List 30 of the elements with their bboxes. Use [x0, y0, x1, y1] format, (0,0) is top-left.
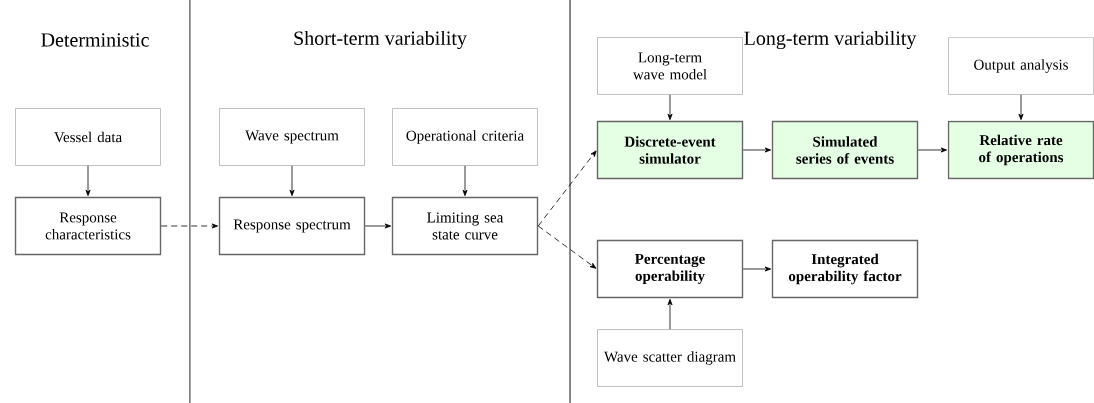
- arrow: [667, 94, 673, 121]
- arrow: [742, 147, 772, 153]
- process-box: Response spectrum: [218, 196, 366, 256]
- arrow: [667, 298, 673, 330]
- input-box: Long-term wave model: [597, 37, 743, 95]
- process-box: Relative rate of operations: [947, 120, 1094, 180]
- heading: Deterministic: [41, 33, 149, 47]
- arrow: [289, 165, 295, 197]
- process-box: Limiting sea state curve: [391, 196, 539, 256]
- arrow: [85, 165, 91, 197]
- process-box: Simulated series of events: [771, 120, 919, 180]
- process-box: Percentage operability: [596, 239, 744, 299]
- arrow: [160, 223, 219, 229]
- arrow: [364, 223, 392, 229]
- process-box: Discrete-event simulator: [596, 120, 744, 180]
- arrow: [742, 266, 772, 272]
- input-box: Vessel data: [15, 108, 161, 166]
- input-box: Output analysis: [948, 37, 1094, 95]
- arrow: [1018, 94, 1024, 121]
- arrow: [462, 165, 468, 197]
- heading: Long-term variability: [744, 30, 917, 50]
- arrow: [917, 147, 948, 153]
- input-box: Wave spectrum: [219, 108, 365, 166]
- input-box: Operational criteria: [392, 108, 538, 166]
- process-box: Integrated operability factor: [771, 239, 919, 299]
- arrow: [537, 225, 597, 269]
- input-box: Wave scatter diagram: [597, 329, 743, 387]
- heading: Short-term variability: [294, 30, 467, 50]
- process-box: Response characteristics: [14, 196, 162, 256]
- arrow: [537, 150, 597, 227]
